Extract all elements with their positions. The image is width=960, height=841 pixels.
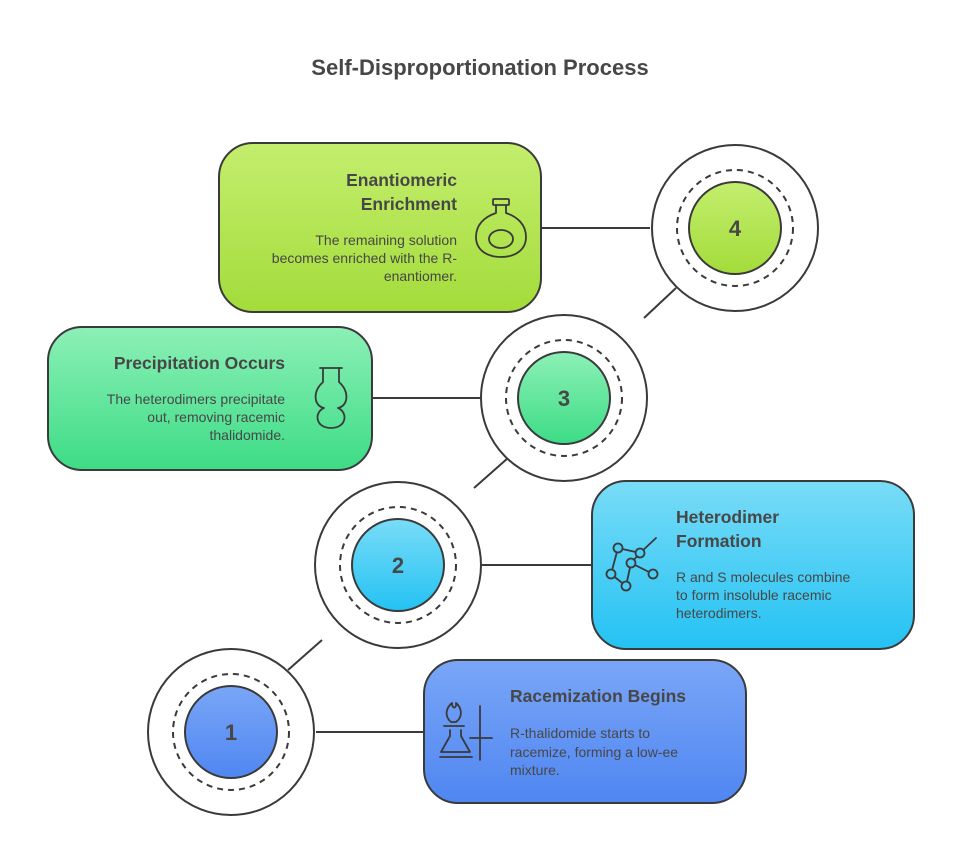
connector-3-4 — [643, 287, 677, 319]
step-3-description-line-2: out, removing racemic — [147, 409, 285, 425]
step-3-number: 3 — [558, 386, 570, 411]
step-3-description-line-3: thalidomide. — [210, 427, 286, 443]
step-4-description-line-2: becomes enriched with the R- — [272, 250, 458, 266]
step-2-heading-line-2: Formation — [676, 531, 762, 551]
step-1-heading: Racemization Begins — [510, 686, 686, 706]
connector-1-2 — [287, 639, 323, 671]
step-4-marker: 4 — [651, 144, 819, 312]
step-3-marker: 3 — [480, 314, 648, 482]
step-2-description-line-1: R and S molecules combine — [676, 569, 851, 585]
step-4-heading-line-1: Enantiomeric — [346, 170, 457, 190]
step-1-number: 1 — [225, 720, 237, 745]
step-2-number: 2 — [392, 553, 404, 578]
step-1-description-line-2: racemize, forming a low-ee — [510, 744, 678, 760]
step-2-description-line-3: heterodimers. — [676, 605, 762, 621]
step-4-description-line-1: The remaining solution — [315, 232, 457, 248]
step-4-heading-line-2: Enrichment — [361, 194, 457, 214]
step-2-heading-line-1: Heterodimer — [676, 507, 779, 527]
diagram-title: Self-Disproportionation Process — [311, 55, 648, 80]
step-4-description-line-3: enantiomer. — [384, 268, 457, 284]
step-2-marker: 2 — [314, 481, 482, 649]
step-3-heading: Precipitation Occurs — [114, 353, 285, 373]
burner-flask-icon — [439, 702, 493, 761]
step-4-card: Enantiomeric Enrichment The remaining so… — [218, 142, 542, 313]
step-1-card: Racemization Begins R-thalidomide starts… — [423, 659, 747, 804]
step-1-description-line-3: mixture. — [510, 762, 560, 778]
connector-2-3 — [473, 457, 509, 489]
flask-icon — [314, 367, 348, 429]
step-2-card: Heterodimer Formation R and S molecules … — [591, 480, 915, 650]
step-1-description-line-1: R-thalidomide starts to — [510, 725, 650, 741]
molecule-network-icon — [605, 537, 659, 592]
step-1-marker: 1 — [147, 648, 315, 816]
step-4-number: 4 — [729, 216, 742, 241]
step-3-card: Precipitation Occurs The heterodimers pr… — [47, 326, 373, 471]
step-3-description-line-1: The heterodimers precipitate — [107, 391, 285, 407]
step-2-description-line-2: to form insoluble racemic — [676, 587, 832, 603]
round-flask-icon — [475, 198, 527, 258]
